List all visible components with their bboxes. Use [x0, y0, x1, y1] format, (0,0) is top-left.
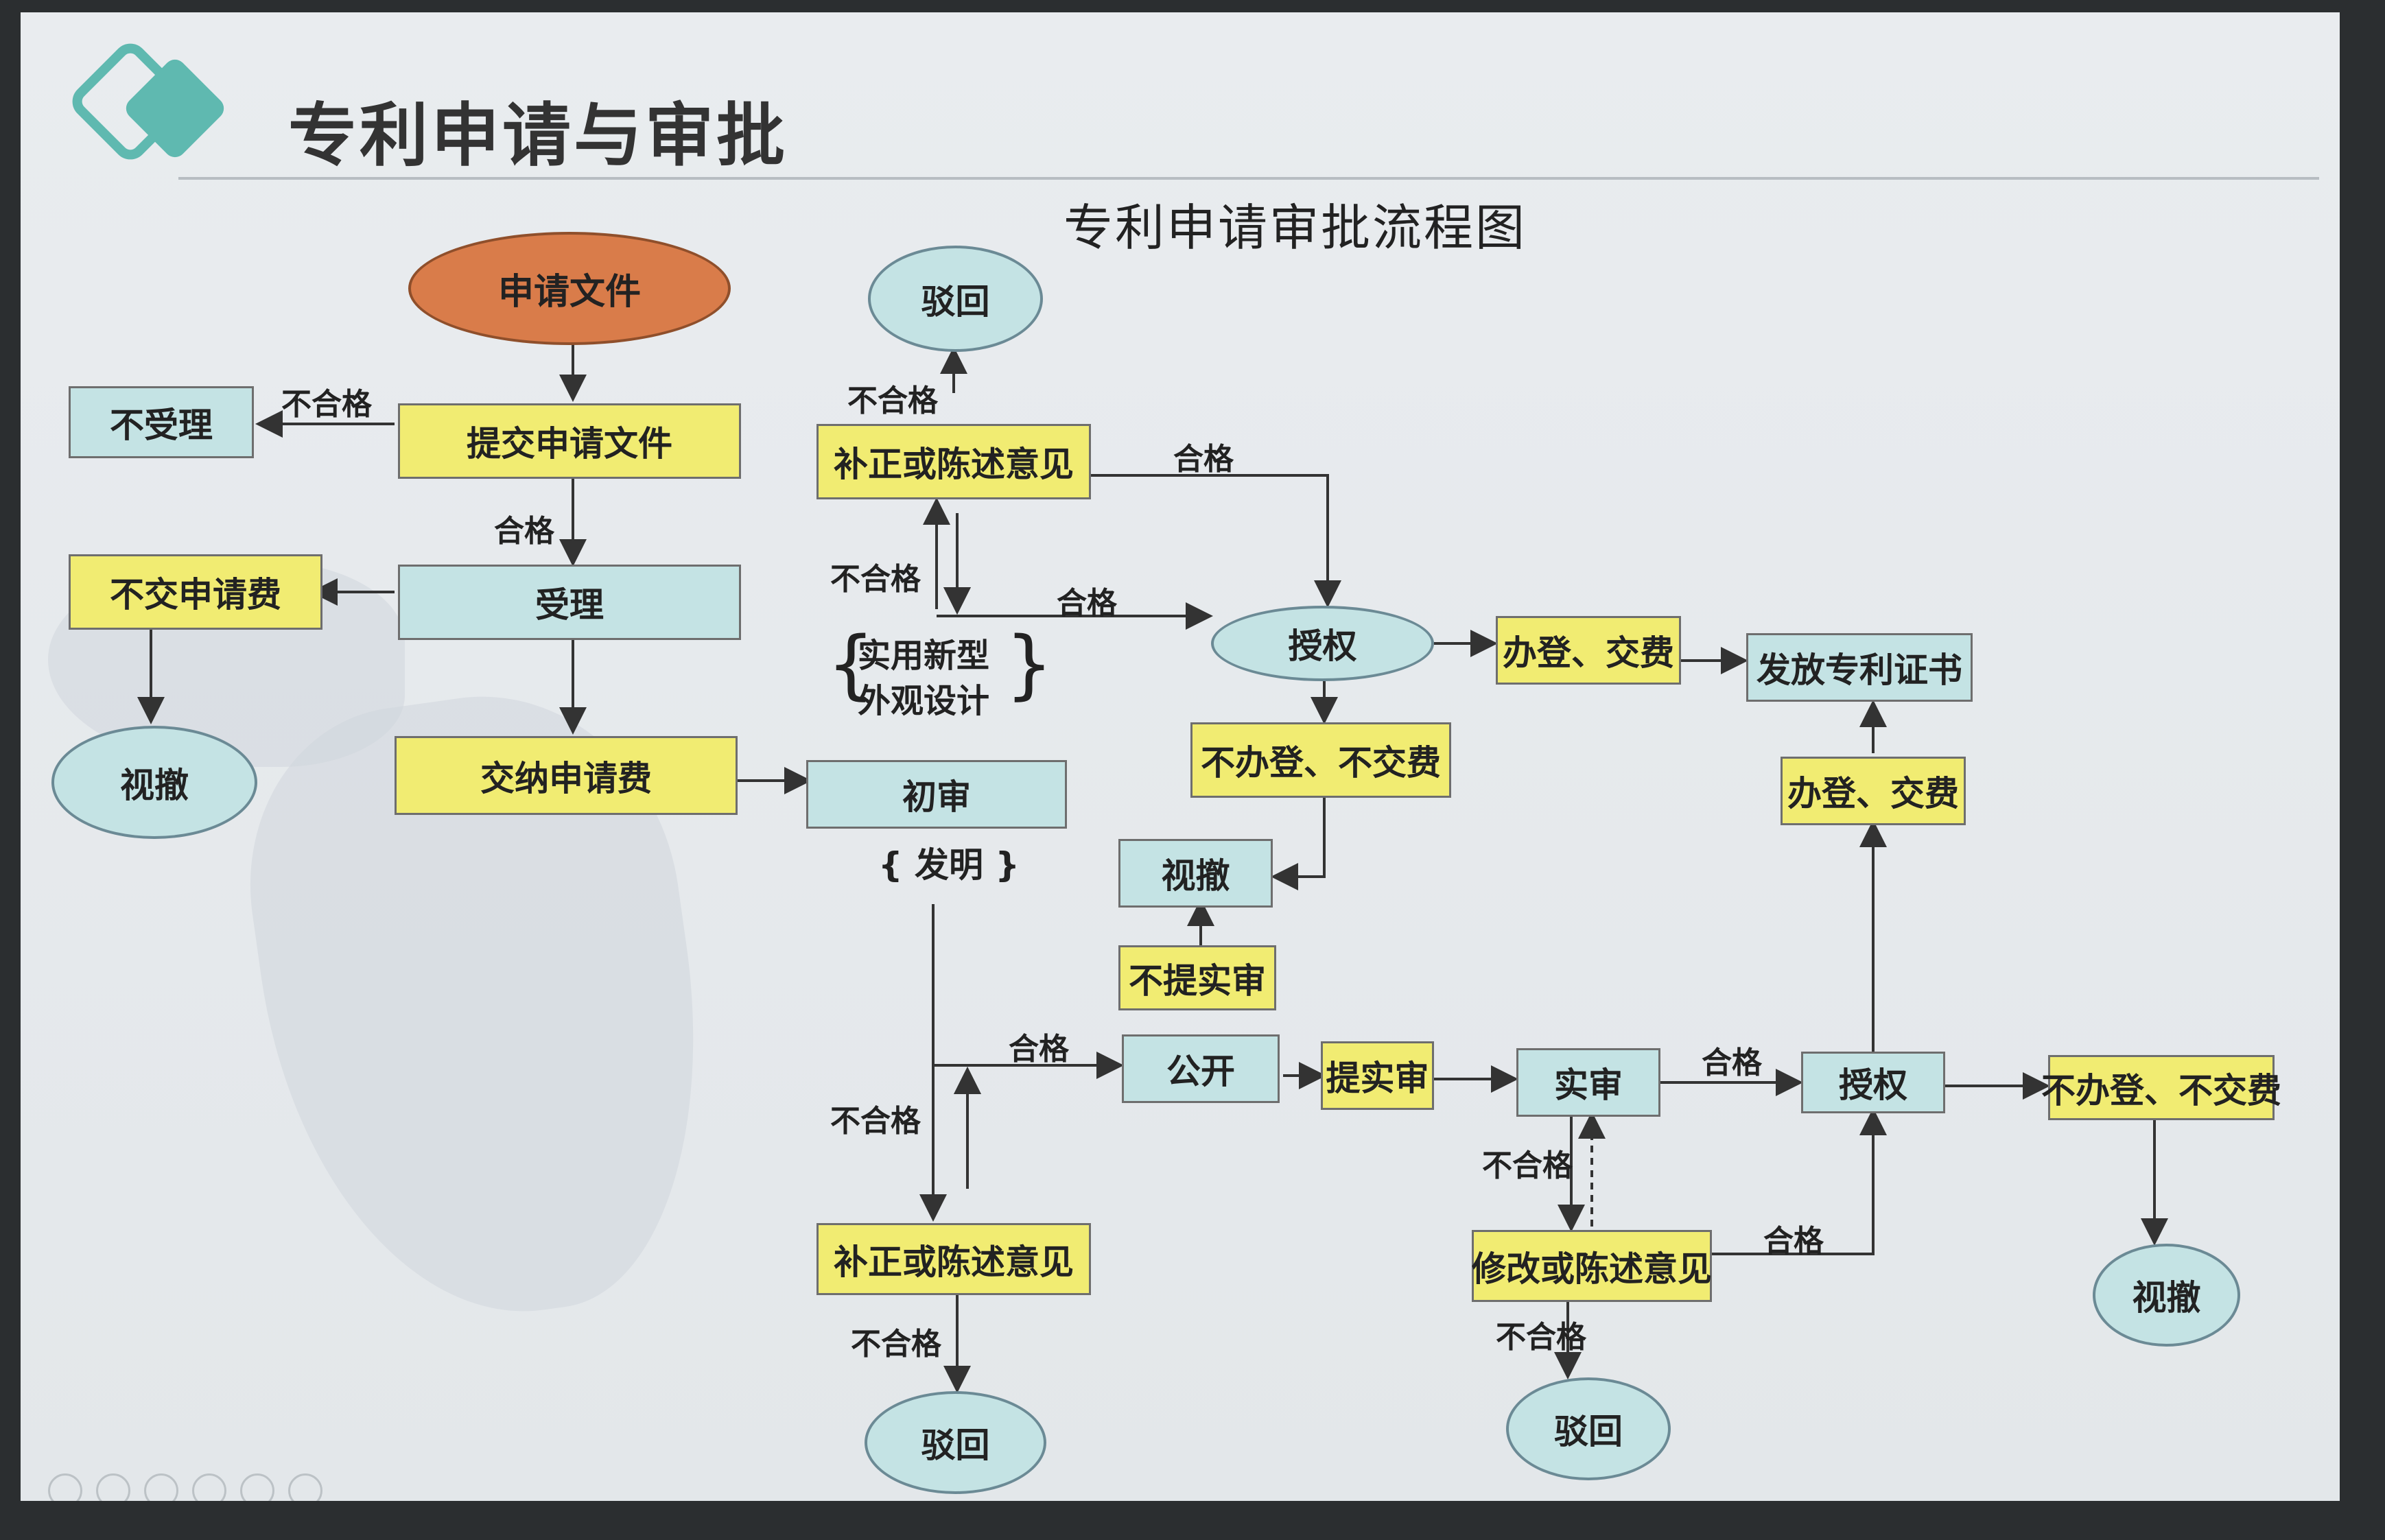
node-submit-application: 提交申请文件 — [398, 403, 741, 479]
node-amend-or-statement: 补正或陈述意见 — [816, 424, 1091, 499]
edge-label-pass: 合格 — [1173, 442, 1234, 477]
node-deemed-withdrawn: 视撤 — [2093, 1244, 2240, 1347]
node-rejected: 驳回 — [1506, 1377, 1671, 1480]
utility-model-text: 实用新型 — [858, 637, 990, 675]
flowchart-connectors — [137, 342, 2168, 1393]
utility-design-label: 实用新型 外观设计 — [858, 633, 989, 724]
title-divider — [178, 177, 2319, 180]
edge-label-pass: 合格 — [1763, 1224, 1824, 1259]
flowchart-title: 专利申请审批流程图 — [1064, 199, 1527, 257]
page-title: 专利申请与审批 — [288, 95, 788, 176]
edge-label-pass: 合格 — [1009, 1032, 1069, 1067]
node-modify-or-statement: 修改或陈述意见 — [1472, 1230, 1712, 1302]
diamond-logo-icon — [72, 43, 224, 160]
edge-label-pass: 合格 — [1702, 1045, 1762, 1080]
node-not-accepted: 不受理 — [69, 386, 254, 458]
nav-dot-icon[interactable] — [288, 1473, 322, 1501]
edge-label-fail: 不合格 — [830, 562, 921, 597]
node-rejected: 驳回 — [865, 1391, 1046, 1494]
node-deemed-withdrawn: 视撤 — [1118, 839, 1273, 908]
node-grant: 授权 — [1801, 1052, 1945, 1113]
left-brace: { — [878, 845, 915, 885]
nav-dot-icon[interactable] — [240, 1473, 274, 1501]
slide-nav-controls[interactable] — [48, 1473, 336, 1501]
edge-label-fail: 不合格 — [830, 1104, 921, 1139]
nav-dot-icon[interactable] — [192, 1473, 226, 1501]
node-no-fee-paid: 不交申请费 — [69, 554, 322, 630]
node-pay-fee: 交纳申请费 — [395, 736, 738, 815]
node-substantive-exam: 实审 — [1516, 1048, 1660, 1117]
node-rejected: 驳回 — [868, 246, 1043, 352]
node-no-register-no-fee: 不办登、不交费 — [2041, 1055, 2281, 1120]
node-deemed-withdrawn: 视撤 — [51, 726, 257, 839]
nav-dot-icon[interactable] — [48, 1473, 82, 1501]
invention-label: { 发明 } — [878, 842, 1020, 888]
left-brace: { — [827, 620, 875, 708]
node-no-substantive-request: 不提实审 — [1118, 945, 1276, 1010]
node-amend-or-statement: 补正或陈述意见 — [816, 1223, 1091, 1295]
right-brace: } — [983, 845, 1020, 885]
edge-label-fail: 不合格 — [851, 1327, 941, 1362]
edge-label-fail: 不合格 — [1496, 1320, 1586, 1355]
node-publication: 公开 — [1122, 1034, 1280, 1103]
nav-dot-icon[interactable] — [96, 1473, 130, 1501]
node-preliminary-exam: 初审 — [806, 760, 1067, 829]
node-no-register-no-fee: 不办登、不交费 — [1190, 722, 1451, 798]
edge-label-fail: 不合格 — [847, 383, 938, 418]
nav-dot-icon[interactable] — [144, 1473, 178, 1501]
edge-label-pass: 合格 — [1057, 586, 1117, 621]
slide: 专利申请与审批 专利申请审批流程图 — [21, 12, 2340, 1501]
start-node-application-documents: 申请文件 — [408, 232, 731, 345]
invention-text: 发明 — [915, 845, 984, 885]
edge-label-fail: 不合格 — [1482, 1148, 1573, 1183]
right-brace: } — [1005, 620, 1053, 708]
node-issue-certificate: 发放专利证书 — [1746, 633, 1973, 702]
node-grant: 授权 — [1211, 606, 1434, 681]
node-accepted: 受理 — [398, 565, 741, 640]
node-register-pay: 办登、交费 — [1496, 616, 1681, 685]
edge-label-fail: 不合格 — [281, 387, 372, 422]
design-text: 外观设计 — [858, 682, 990, 720]
node-request-substantive: 提实审 — [1321, 1041, 1434, 1110]
edge-label-pass: 合格 — [494, 514, 554, 549]
node-register-pay: 办登、交费 — [1781, 757, 1966, 825]
